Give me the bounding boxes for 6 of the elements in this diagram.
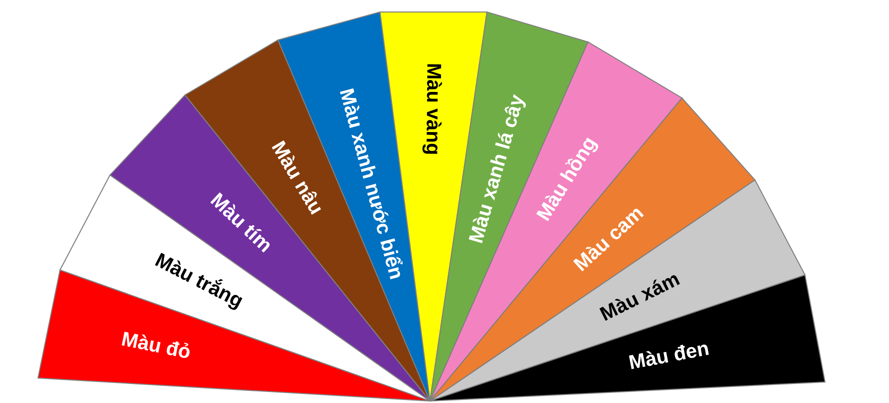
wedge-label: Màu xanh nước biển: [336, 86, 407, 281]
wedge-label: Màu đen: [626, 338, 710, 374]
wedge-label: Màu đỏ: [119, 328, 192, 362]
color-wedge: [430, 275, 825, 401]
wedge-label: Màu xanh lá cây: [466, 92, 528, 246]
wedge-label: Màu vàng: [422, 63, 444, 156]
